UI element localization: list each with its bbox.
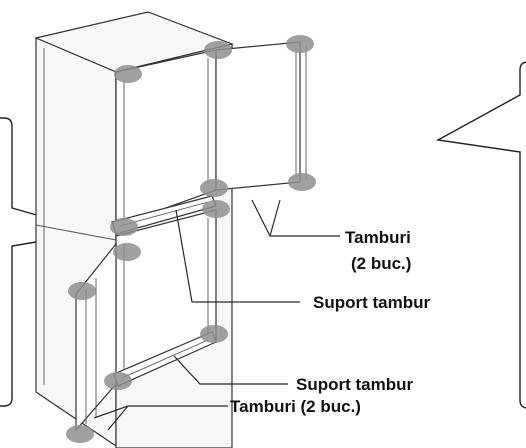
leader-lines <box>93 199 340 431</box>
hinge-dot <box>113 243 141 261</box>
hinge-dot <box>202 200 230 218</box>
label-support-lower: Suport tambur <box>296 375 413 394</box>
label-hinges-upper: Tamburi <box>345 228 411 247</box>
hinge-dot <box>204 41 232 59</box>
hinge-dot <box>200 179 228 197</box>
hinge-highlights <box>66 35 316 443</box>
label-support-upper: Suport tambur <box>313 293 430 312</box>
hinge-dot <box>104 372 132 390</box>
hinge-dot <box>288 173 316 191</box>
hinge-dot <box>286 35 314 53</box>
hinge-dot <box>200 325 228 343</box>
hinge-dot <box>110 218 138 236</box>
hinge-dot <box>114 65 142 83</box>
label-hinges-upper-count: (2 buc.) <box>351 254 411 273</box>
hinge-dot <box>68 282 96 300</box>
hinge-dot <box>66 425 94 443</box>
right-callout-bubble <box>435 61 526 409</box>
label-hinges-lower: Tamburi (2 buc.) <box>230 397 361 416</box>
upper-door-open <box>215 41 307 191</box>
